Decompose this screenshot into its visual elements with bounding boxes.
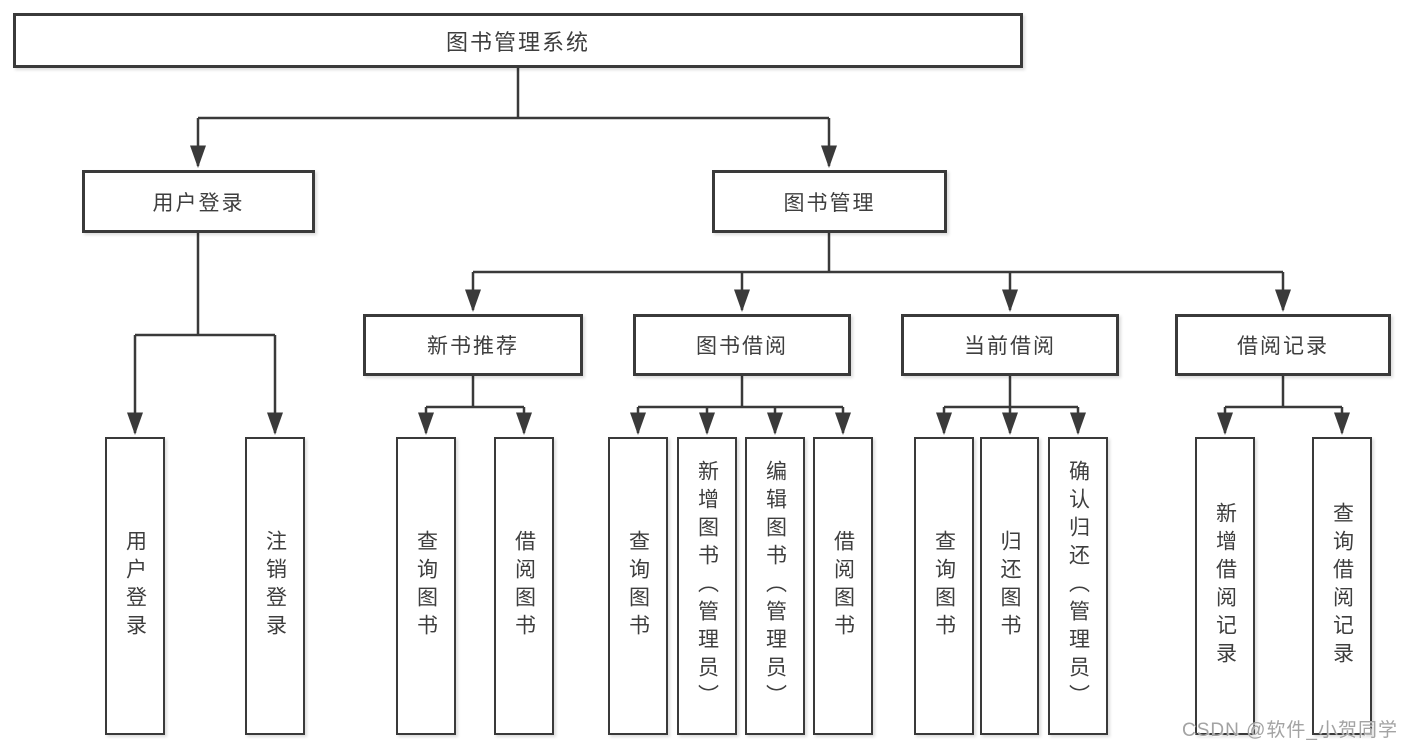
node-user-login: 用户登录	[82, 170, 315, 233]
leaf-borrow-books-borrowing-label: 借阅图书	[831, 530, 855, 642]
node-current-borrowing: 当前借阅	[901, 314, 1119, 376]
leaf-add-book-admin: 新增图书（管理员）	[677, 437, 737, 735]
leaf-confirm-return-admin-label: 确认归还（管理员）	[1066, 460, 1090, 712]
node-root: 图书管理系统	[13, 13, 1023, 68]
watermark: CSDN @软件_小贺同学	[1182, 720, 1398, 741]
leaf-add-borrow-record-label: 新增借阅记录	[1213, 502, 1237, 670]
leaf-query-books-current: 查询图书	[914, 437, 974, 735]
node-book-management: 图书管理	[712, 170, 947, 233]
leaf-query-books-current-label: 查询图书	[932, 530, 956, 642]
leaf-query-books-recommendation: 查询图书	[396, 437, 456, 735]
leaf-query-books-recommendation-label: 查询图书	[414, 530, 438, 642]
leaf-query-books-borrowing: 查询图书	[608, 437, 668, 735]
leaf-confirm-return-admin: 确认归还（管理员）	[1048, 437, 1108, 735]
leaf-logout: 注销登录	[245, 437, 305, 735]
leaf-borrow-books-borrowing: 借阅图书	[813, 437, 873, 735]
leaf-edit-book-admin: 编辑图书（管理员）	[745, 437, 805, 735]
leaf-return-books: 归还图书	[980, 437, 1039, 735]
leaf-borrow-books-recommendation-label: 借阅图书	[512, 530, 536, 642]
leaf-edit-book-admin-label: 编辑图书（管理员）	[763, 460, 787, 712]
node-book-borrowing: 图书借阅	[633, 314, 851, 376]
node-borrowing-records: 借阅记录	[1175, 314, 1391, 376]
node-new-book-recommendation: 新书推荐	[363, 314, 583, 376]
leaf-return-books-label: 归还图书	[998, 530, 1021, 642]
leaf-query-borrow-record-label: 查询借阅记录	[1330, 502, 1354, 670]
leaf-borrow-books-recommendation: 借阅图书	[494, 437, 554, 735]
leaf-query-borrow-record: 查询借阅记录	[1312, 437, 1372, 735]
leaf-add-borrow-record: 新增借阅记录	[1195, 437, 1255, 735]
leaf-query-books-borrowing-label: 查询图书	[626, 530, 650, 642]
leaf-user-login-label: 用户登录	[123, 530, 147, 642]
leaf-add-book-admin-label: 新增图书（管理员）	[695, 460, 719, 712]
leaf-logout-label: 注销登录	[263, 530, 287, 642]
leaf-user-login: 用户登录	[105, 437, 165, 735]
